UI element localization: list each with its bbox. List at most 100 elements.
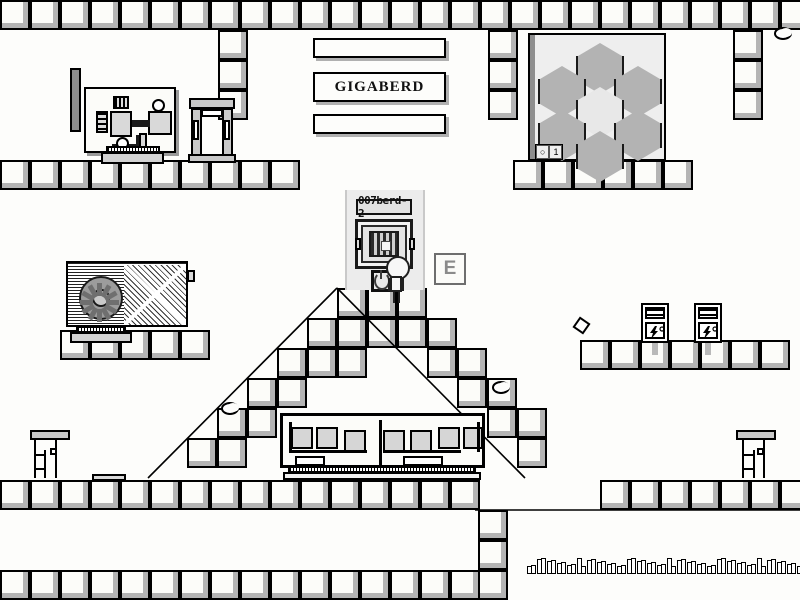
pin-comb-tooth	[651, 562, 656, 574]
ceiling-hanger-block	[488, 90, 518, 120]
pellet-crescent[interactable]	[492, 381, 510, 394]
ceiling-hanger-block	[488, 60, 518, 90]
pyramid-step-block	[247, 378, 277, 408]
ram-chip	[344, 430, 366, 452]
ram-trace	[383, 450, 461, 453]
right-pillar-post	[753, 450, 755, 478]
right-pillar-brace	[744, 454, 754, 456]
pellet-crescent[interactable]	[774, 27, 792, 40]
pyramid-step-block	[427, 348, 457, 378]
motherboard-pcb	[84, 87, 176, 153]
right-pillar-cap	[736, 430, 776, 440]
pyramid-step-block	[217, 438, 247, 468]
ram-trace	[477, 422, 480, 452]
pin-comb-row	[527, 558, 800, 574]
ground-block	[390, 480, 420, 510]
hexagon-panel[interactable]: ○ 1	[528, 33, 666, 182]
pin-comb-tooth	[741, 562, 746, 574]
hex-counter-value: 1	[549, 145, 563, 159]
cpu-core	[381, 241, 391, 251]
ground-block	[630, 480, 660, 510]
ram-spd	[295, 456, 325, 466]
interact-key-prompt[interactable]: E	[434, 253, 466, 285]
ceiling-block	[330, 0, 360, 30]
motherboard-ram-slots	[96, 111, 108, 133]
basement-block	[390, 570, 420, 600]
ground-block	[0, 480, 30, 510]
left-pillar-node	[50, 448, 57, 455]
upper-floor-block	[60, 160, 90, 190]
pin-comb-tooth	[601, 561, 606, 574]
ground-block	[720, 480, 750, 510]
ceiling-block	[120, 0, 150, 30]
pin-comb-tooth	[551, 560, 556, 574]
left-pillar-post	[44, 450, 46, 478]
shaft-wall-block	[478, 570, 508, 600]
basement-block	[180, 570, 210, 600]
right-shelf-block	[760, 340, 790, 370]
pyramid-step-block	[457, 348, 487, 378]
ground-block	[660, 480, 690, 510]
pin-comb-tooth	[797, 566, 800, 574]
basement-block	[90, 570, 120, 600]
upper-floor-block	[663, 160, 693, 190]
ram-trace	[289, 422, 292, 452]
shaft-wall-block	[478, 540, 508, 570]
right-pillar-node	[757, 448, 764, 455]
pyramid-step-block	[337, 288, 367, 318]
mid-shelf-block	[180, 330, 210, 360]
psu-right-vent	[698, 307, 718, 319]
ceiling-block	[300, 0, 330, 30]
gpu-shroud-x	[124, 265, 186, 325]
ram-chip	[463, 427, 483, 449]
ceiling-block	[180, 0, 210, 30]
ground-block	[120, 480, 150, 510]
ground-block	[210, 480, 240, 510]
left-pillar-post	[55, 438, 57, 478]
ram-chip	[438, 427, 460, 449]
ground-block	[270, 480, 300, 510]
motherboard-chipset	[148, 111, 172, 135]
ceiling-block	[210, 0, 240, 30]
pyramid-step-block	[307, 348, 337, 378]
ceiling-block	[750, 0, 780, 30]
sign-panel-main: GIGABERD	[313, 72, 446, 102]
gpu-fan-blade	[97, 309, 102, 322]
motherboard-trace-c	[136, 135, 140, 147]
player-right-arm	[402, 278, 404, 291]
psu-left-face	[645, 322, 665, 339]
ceiling-hanger-block	[733, 90, 763, 120]
right-shelf-block	[670, 340, 700, 370]
pin-comb-tooth	[681, 559, 686, 574]
lightning-bolt-icon	[703, 326, 718, 339]
pyramid-step-block	[337, 318, 367, 348]
mid-shelf-block	[150, 330, 180, 360]
ground-block	[300, 480, 330, 510]
player-character[interactable]	[385, 256, 411, 304]
player-right-leg	[398, 291, 400, 303]
pin-comb-tooth	[791, 563, 796, 574]
hex-counter-circle-icon: ○	[536, 145, 550, 159]
pellet-crescent[interactable]	[221, 402, 239, 415]
pin-comb-tooth	[671, 566, 676, 574]
ram-chip	[316, 427, 338, 449]
right-pillar-post	[742, 438, 744, 478]
sign-bottom-text	[315, 116, 444, 132]
ground-block	[240, 480, 270, 510]
pellet-square[interactable]	[572, 316, 591, 335]
arch-gate[interactable]	[188, 98, 236, 164]
arch-gate-right-inlay	[224, 120, 230, 140]
ground-block	[600, 480, 630, 510]
player-left-leg	[393, 291, 395, 303]
gpu-stand	[70, 332, 132, 343]
psu-right-face	[698, 322, 718, 339]
ceiling-block	[390, 0, 420, 30]
pyramid-step-block	[277, 348, 307, 378]
motherboard-capacitor-a	[152, 99, 165, 112]
sign-title-text: GIGABERD	[334, 78, 425, 95]
ceiling-block	[360, 0, 390, 30]
ceiling-block	[660, 0, 690, 30]
sign-panel-bottom	[313, 114, 446, 134]
pyramid-step-block	[277, 378, 307, 408]
